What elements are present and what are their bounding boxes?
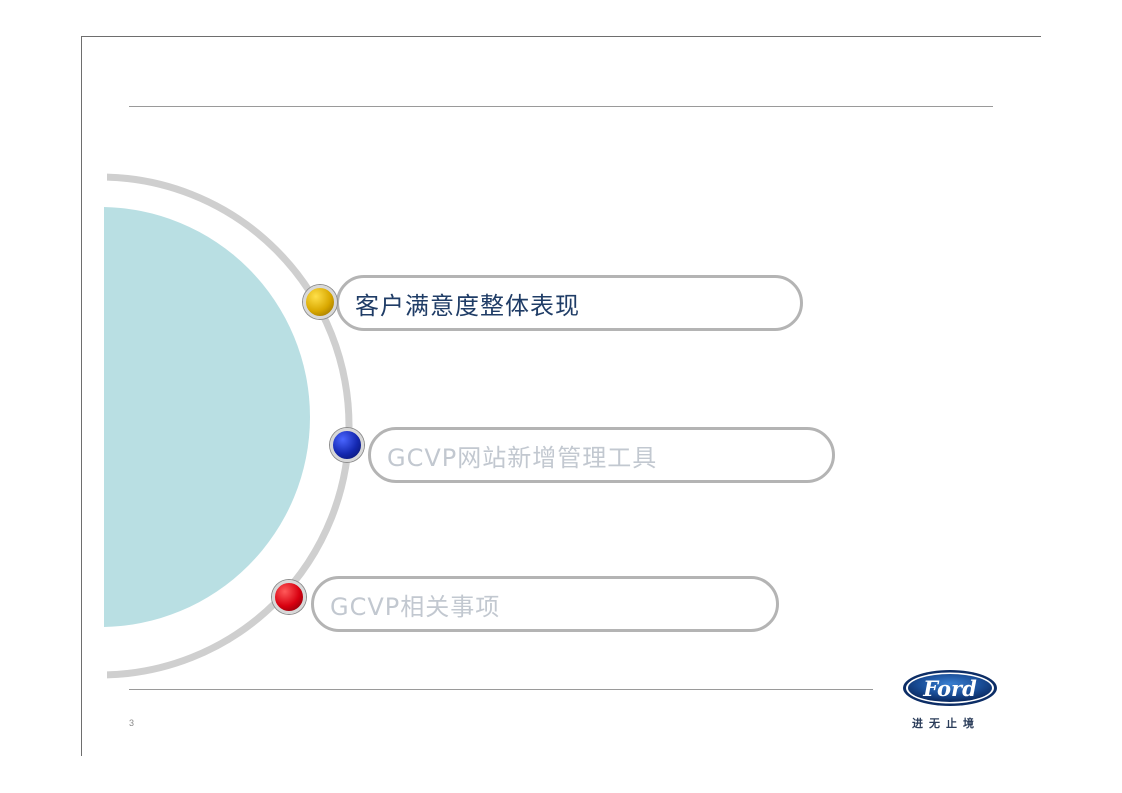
agenda-item-label: 客户满意度整体表现 [355,291,580,320]
frame-top-border [81,36,1041,37]
agenda-item-label: GCVP相关事项 [330,592,501,621]
red-bullet-icon [272,580,306,614]
agenda-item-1[interactable]: 客户满意度整体表现 [336,275,803,331]
footer-divider [129,689,873,690]
blue-bullet-icon [330,428,364,462]
agenda-item-3[interactable]: GCVP相关事项 [311,576,779,632]
yellow-bullet-icon [303,285,337,319]
agenda-item-label: GCVP网站新增管理工具 [387,443,658,472]
page-number: 3 [129,718,135,728]
svg-text:Ford: Ford [922,676,977,701]
frame-left-border [81,36,82,756]
header-divider [129,106,993,107]
ford-logo-icon: Ford [903,670,997,706]
brand-slogan: 进无止境 [912,717,980,730]
agenda-item-2[interactable]: GCVP网站新增管理工具 [368,427,835,483]
